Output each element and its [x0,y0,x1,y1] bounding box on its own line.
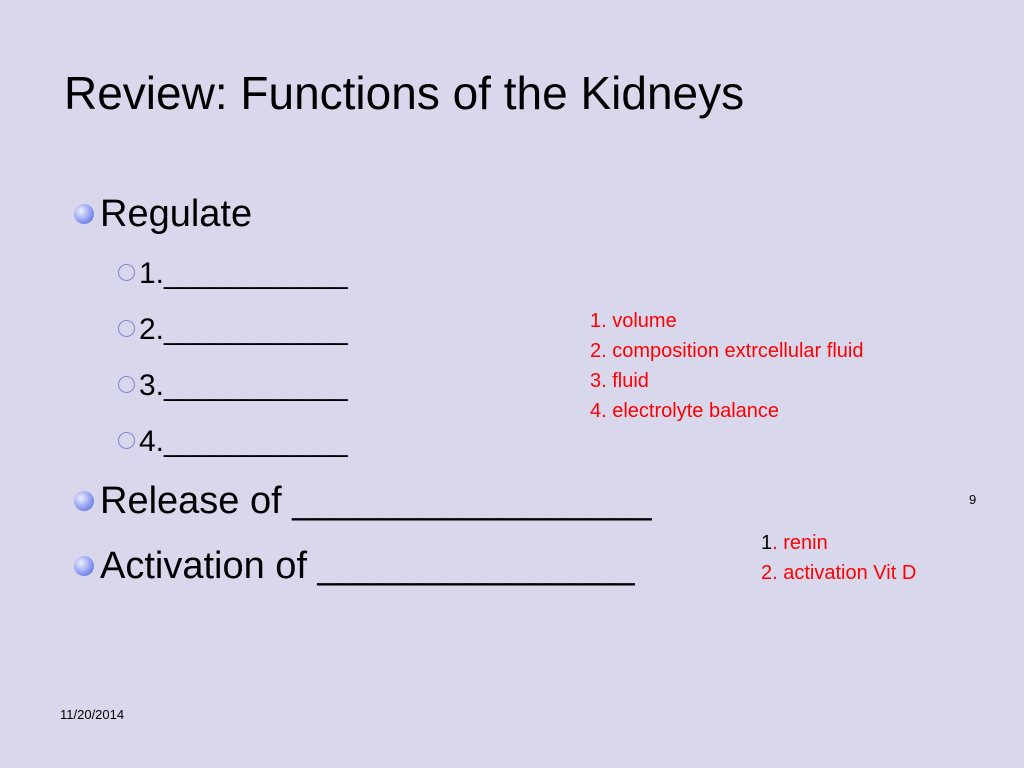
slide-date: 11/20/2014 [60,707,125,722]
sub-bullet-4: 4.___________ [118,425,348,459]
sub-bullet-text: 1.___________ [139,257,348,290]
answers-release-activation: 1. renin 2. activation Vit D [761,528,916,588]
slide-number: 9 [969,492,977,507]
answer-line: 1. volume [590,310,677,332]
bullet-regulate: Regulate [74,193,252,236]
answer-line-2: 2. activation Vit D [761,562,917,584]
answers-regulate: 1. volume 2. composition extrcellular fl… [590,306,863,426]
sub-bullet-1: 1.___________ [118,257,348,291]
sub-bullet-text: 3.___________ [139,369,348,402]
sub-bullet-2: 2.___________ [118,313,348,347]
bullet-release: Release of _________________ [74,480,652,523]
answer-line: 4. electrolyte balance [590,400,780,422]
bullet-dot-icon [74,556,94,576]
bullet-dot-icon [74,204,94,224]
answer-number: 1 [761,532,773,554]
sub-bullet-3: 3.___________ [118,369,348,403]
answer-line: 3. fluid [590,370,649,392]
bullet-ring-icon [118,376,135,393]
bullet-dot-icon [74,491,94,511]
bullet-activation: Activation of _______________ [74,545,635,588]
sub-bullet-text: 2.___________ [139,313,348,346]
bullet-text: Regulate [100,193,253,235]
answer-text: . renin [772,532,828,554]
bullet-ring-icon [118,320,135,337]
bullet-ring-icon [118,432,135,449]
answer-line-1: 1. renin [761,528,916,558]
bullet-text: Activation of _______________ [100,545,635,587]
slide-title: Review: Functions of the Kidneys [64,67,745,119]
bullet-ring-icon [118,264,135,281]
sub-bullet-text: 4.___________ [139,425,348,458]
answer-line: 2. composition extrcellular fluid [590,340,864,362]
bullet-text: Release of _________________ [100,480,652,522]
